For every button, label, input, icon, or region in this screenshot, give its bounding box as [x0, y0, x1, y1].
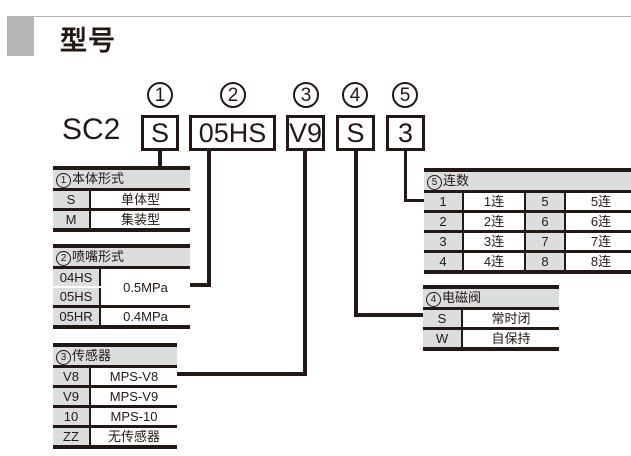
segment-sensor: V9	[286, 115, 325, 151]
segment-nozzle-type: 05HS	[189, 115, 276, 151]
segment-body-type: S	[141, 115, 179, 151]
code-cell: 2	[424, 211, 464, 233]
code-cell: 8	[525, 251, 566, 274]
code-cell: 6	[525, 211, 566, 233]
connector-4-vertical	[354, 151, 358, 317]
code-cell: 1	[424, 191, 464, 213]
connector-4-horizontal	[354, 313, 424, 317]
page-title: 型号	[60, 26, 116, 57]
value-cell: 单体型	[90, 189, 190, 211]
connector-2-horizontal	[187, 283, 211, 287]
code-cell: 05HS	[53, 287, 101, 308]
value-cell: 无传感器	[90, 426, 177, 449]
index-badge: 4	[426, 292, 441, 307]
code-cell: 3	[424, 231, 464, 253]
title-marker	[7, 16, 34, 56]
value-cell: MPS-V9	[90, 386, 177, 408]
value-cell: 5连	[565, 191, 631, 213]
value-cell: 1连	[463, 191, 526, 213]
segment-index-5: 5	[392, 82, 418, 108]
code-cell: 7	[525, 231, 566, 253]
segment-index-4: 4	[342, 82, 368, 108]
value-cell: 集装型	[90, 209, 190, 232]
index-badge: 5	[427, 175, 442, 190]
value-cell: 4连	[463, 251, 526, 274]
value-cell: 2连	[463, 211, 526, 233]
segment-station-count: 3	[386, 115, 425, 151]
value-cell: 3连	[463, 231, 526, 253]
code-cell: W	[423, 328, 463, 351]
connector-2-vertical	[207, 151, 211, 287]
value-cell: 7连	[565, 231, 631, 253]
value-cell: 0.5MPa	[100, 267, 190, 308]
value-cell: 0.4MPa	[100, 306, 190, 329]
value-cell: 自保持	[462, 328, 559, 351]
value-cell: 6连	[565, 211, 631, 233]
code-cell: 4	[424, 251, 464, 274]
code-cell: M	[53, 209, 91, 232]
code-cell: 5	[525, 191, 566, 213]
connector-5-horizontal	[404, 199, 426, 202]
connector-5-vertical	[404, 151, 407, 202]
code-cell: 04HS	[53, 267, 101, 288]
segment-index-1: 1	[147, 82, 173, 108]
segment-index-2: 2	[220, 82, 246, 108]
code-cell: 10	[53, 406, 91, 428]
code-cell: 05HR	[53, 306, 101, 329]
code-cell: V8	[53, 366, 91, 388]
index-badge: 2	[56, 251, 71, 266]
segment-solenoid-valve: S	[336, 115, 375, 151]
value-cell: 常时闭	[462, 308, 559, 330]
code-cell: S	[53, 189, 91, 211]
segment-index-3: 3	[293, 82, 319, 108]
value-cell: MPS-V8	[90, 366, 177, 388]
value-cell: 8连	[565, 251, 631, 274]
connector-3-horizontal	[176, 372, 307, 376]
code-cell: S	[423, 308, 463, 330]
value-cell: MPS-10	[90, 406, 177, 428]
code-cell: V9	[53, 386, 91, 408]
index-badge: 3	[56, 350, 71, 365]
connector-3-vertical	[303, 151, 307, 376]
connector-1	[158, 151, 162, 168]
index-badge: 1	[56, 173, 71, 188]
title-rule	[34, 16, 631, 17]
model-prefix: SC2	[62, 113, 121, 146]
code-cell: ZZ	[53, 426, 91, 449]
